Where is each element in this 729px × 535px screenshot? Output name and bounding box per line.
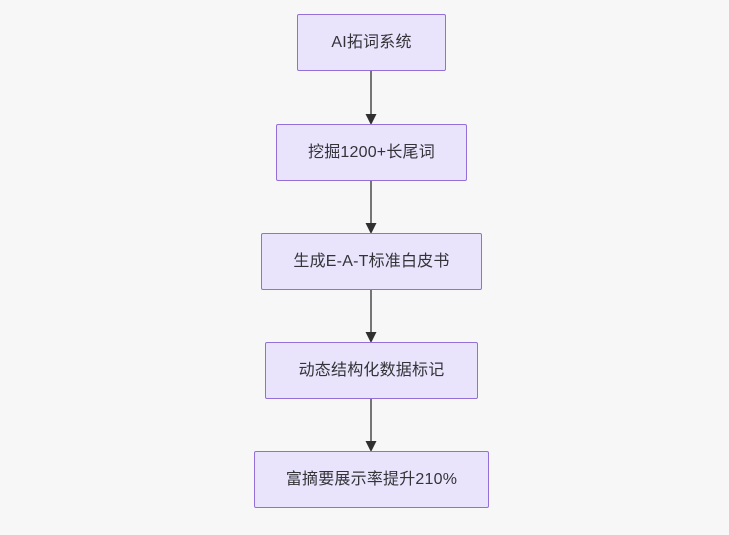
edge-n2-n3 <box>365 179 377 234</box>
arrowhead-icon <box>365 114 377 125</box>
flow-node-dynamic-structured-data-markup[interactable]: 动态结构化数据标记 <box>265 342 478 399</box>
edge-n1-n2 <box>365 69 377 125</box>
flow-node-label: 挖掘1200+长尾词 <box>308 143 435 161</box>
flow-node-label: 富摘要展示率提升210% <box>285 470 458 488</box>
flow-node-ai-keyword-system[interactable]: AI拓词系统 <box>297 14 446 71</box>
flow-node-rich-snippet-impression-lift[interactable]: 富摘要展示率提升210% <box>254 451 489 508</box>
flow-node-label: 动态结构化数据标记 <box>298 361 445 379</box>
edge-n4-n5 <box>365 397 377 452</box>
arrowhead-icon <box>365 332 377 343</box>
flow-node-mine-longtail-keywords[interactable]: 挖掘1200+长尾词 <box>276 124 467 181</box>
arrowhead-icon <box>365 441 377 452</box>
flow-node-label: 生成E-A-T标准白皮书 <box>293 252 450 270</box>
edge-n3-n4 <box>365 288 377 343</box>
flow-node-label: AI拓词系统 <box>331 33 412 51</box>
arrowhead-icon <box>365 223 377 234</box>
flow-node-generate-eat-whitepaper[interactable]: 生成E-A-T标准白皮书 <box>261 233 482 290</box>
